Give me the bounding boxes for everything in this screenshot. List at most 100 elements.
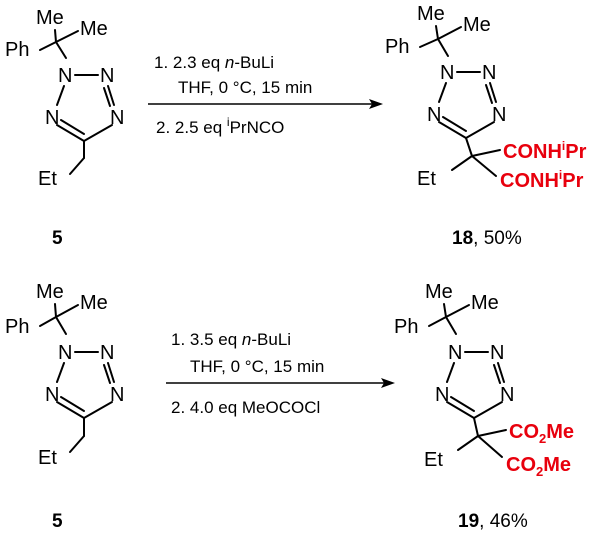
- bond: [54, 29, 57, 43]
- bond: [445, 316, 457, 335]
- bond: [39, 316, 57, 327]
- product-18: Me Me Ph N N N N Et CONHiPr CONHiPr 18, …: [385, 3, 587, 249]
- reactant-5-top: Me Me Ph N N N N Et 5: [5, 7, 124, 249]
- nitrogen-n2-label: N: [100, 65, 114, 87]
- bond: [438, 121, 467, 139]
- bond: [69, 435, 85, 453]
- bond: [445, 304, 470, 318]
- nitrogen-n1-label: N: [58, 342, 72, 364]
- bond: [457, 435, 479, 451]
- bond: [56, 124, 85, 142]
- bond: [60, 396, 85, 412]
- ester-group-lower: CO2Me: [506, 454, 571, 479]
- reactant-5-bottom: Me Me Ph N N N N Et 5: [5, 281, 124, 532]
- arrow-head: [369, 99, 383, 109]
- bond: [428, 316, 447, 327]
- bond: [465, 121, 495, 139]
- nitrogen-n4-label: N: [45, 384, 59, 406]
- phenyl-label: Ph: [385, 36, 409, 58]
- phenyl-label: Ph: [5, 316, 29, 338]
- bond: [477, 429, 507, 437]
- ester-group-upper: CO2Me: [509, 421, 574, 446]
- compound-label: 18, 50%: [452, 228, 522, 249]
- bond: [446, 362, 455, 383]
- condition-step-1: 1. 2.3 eq n-BuLi: [154, 53, 274, 72]
- bond: [437, 38, 449, 57]
- bond: [69, 157, 85, 175]
- ethyl-label: Et: [38, 447, 57, 469]
- bond: [493, 364, 501, 384]
- bond: [437, 26, 462, 40]
- conditions-reaction-2: 1. 3.5 eq n-BuLi THF, 0 °C, 15 min 2. 4.…: [166, 330, 395, 417]
- ethyl-label: Et: [38, 168, 57, 190]
- nitrogen-n1-label: N: [58, 65, 72, 87]
- bond: [497, 362, 505, 383]
- methyl-label: Me: [463, 14, 491, 36]
- arrow-head: [381, 378, 395, 388]
- nitrogen-n3-label: N: [110, 384, 124, 406]
- bond: [39, 41, 57, 51]
- nitrogen-n1-label: N: [448, 342, 462, 364]
- nitrogen-n4-label: N: [435, 384, 449, 406]
- nitrogen-n2-label: N: [482, 62, 496, 84]
- compound-label: 5: [52, 228, 63, 249]
- nitrogen-n3-label: N: [500, 384, 514, 406]
- phenyl-label: Ph: [394, 316, 418, 338]
- bond: [54, 303, 57, 318]
- condition-solvent-temp-time: THF, 0 °C, 15 min: [178, 78, 312, 97]
- condition-solvent-temp-time: THF, 0 °C, 15 min: [190, 357, 324, 376]
- phenyl-label: Ph: [5, 39, 29, 61]
- bond: [419, 38, 439, 48]
- product-19: Me Me Ph N N N N Et CO2Me CO2Me 19, 46%: [394, 281, 574, 532]
- bond: [477, 435, 503, 458]
- bond: [465, 137, 473, 157]
- bond: [442, 116, 467, 132]
- methyl-label: Me: [36, 7, 64, 29]
- bond: [438, 82, 447, 103]
- conditions-reaction-1: 1. 2.3 eq n-BuLi THF, 0 °C, 15 min 2. 2.…: [148, 53, 383, 137]
- methyl-label: Me: [471, 292, 499, 314]
- nitrogen-n4-label: N: [427, 104, 441, 126]
- nitrogen-n4-label: N: [45, 107, 59, 129]
- methyl-label: Me: [36, 281, 64, 303]
- bond: [60, 119, 85, 135]
- bond: [107, 362, 115, 383]
- bond: [107, 85, 115, 106]
- bond: [103, 87, 111, 107]
- condition-step-2: 2. 2.5 eq iPrNCO: [156, 115, 284, 137]
- bond: [451, 155, 473, 171]
- methyl-label: Me: [425, 281, 453, 303]
- nitrogen-n3-label: N: [110, 107, 124, 129]
- bond: [55, 30, 79, 43]
- ethyl-label: Et: [424, 449, 443, 471]
- bond: [450, 396, 475, 412]
- methyl-label: Me: [417, 3, 445, 25]
- bond: [103, 364, 111, 384]
- methyl-label: Me: [80, 18, 108, 40]
- carboxamide-group-upper: CONHiPr: [503, 139, 587, 163]
- compound-label: 19, 46%: [458, 511, 528, 532]
- bond: [485, 84, 493, 104]
- condition-step-2: 2. 4.0 eq MeOCOCl: [171, 398, 320, 417]
- nitrogen-n3-label: N: [492, 104, 506, 126]
- bond: [55, 41, 67, 59]
- methyl-label: Me: [80, 292, 108, 314]
- nitrogen-n1-label: N: [440, 62, 454, 84]
- bond: [489, 82, 497, 103]
- nitrogen-n2-label: N: [490, 342, 504, 364]
- bond: [83, 124, 113, 142]
- carboxamide-group-lower: CONHiPr: [500, 168, 584, 192]
- condition-step-1: 1. 3.5 eq n-BuLi: [171, 330, 291, 349]
- bond: [443, 303, 447, 318]
- compound-label: 5: [52, 511, 63, 532]
- bond: [473, 401, 503, 419]
- bond: [435, 25, 439, 40]
- bond: [56, 362, 65, 383]
- nitrogen-n2-label: N: [100, 342, 114, 364]
- bond: [471, 155, 497, 177]
- ethyl-label: Et: [417, 168, 436, 190]
- bond: [55, 316, 67, 335]
- bond: [473, 417, 479, 437]
- bond: [83, 401, 113, 419]
